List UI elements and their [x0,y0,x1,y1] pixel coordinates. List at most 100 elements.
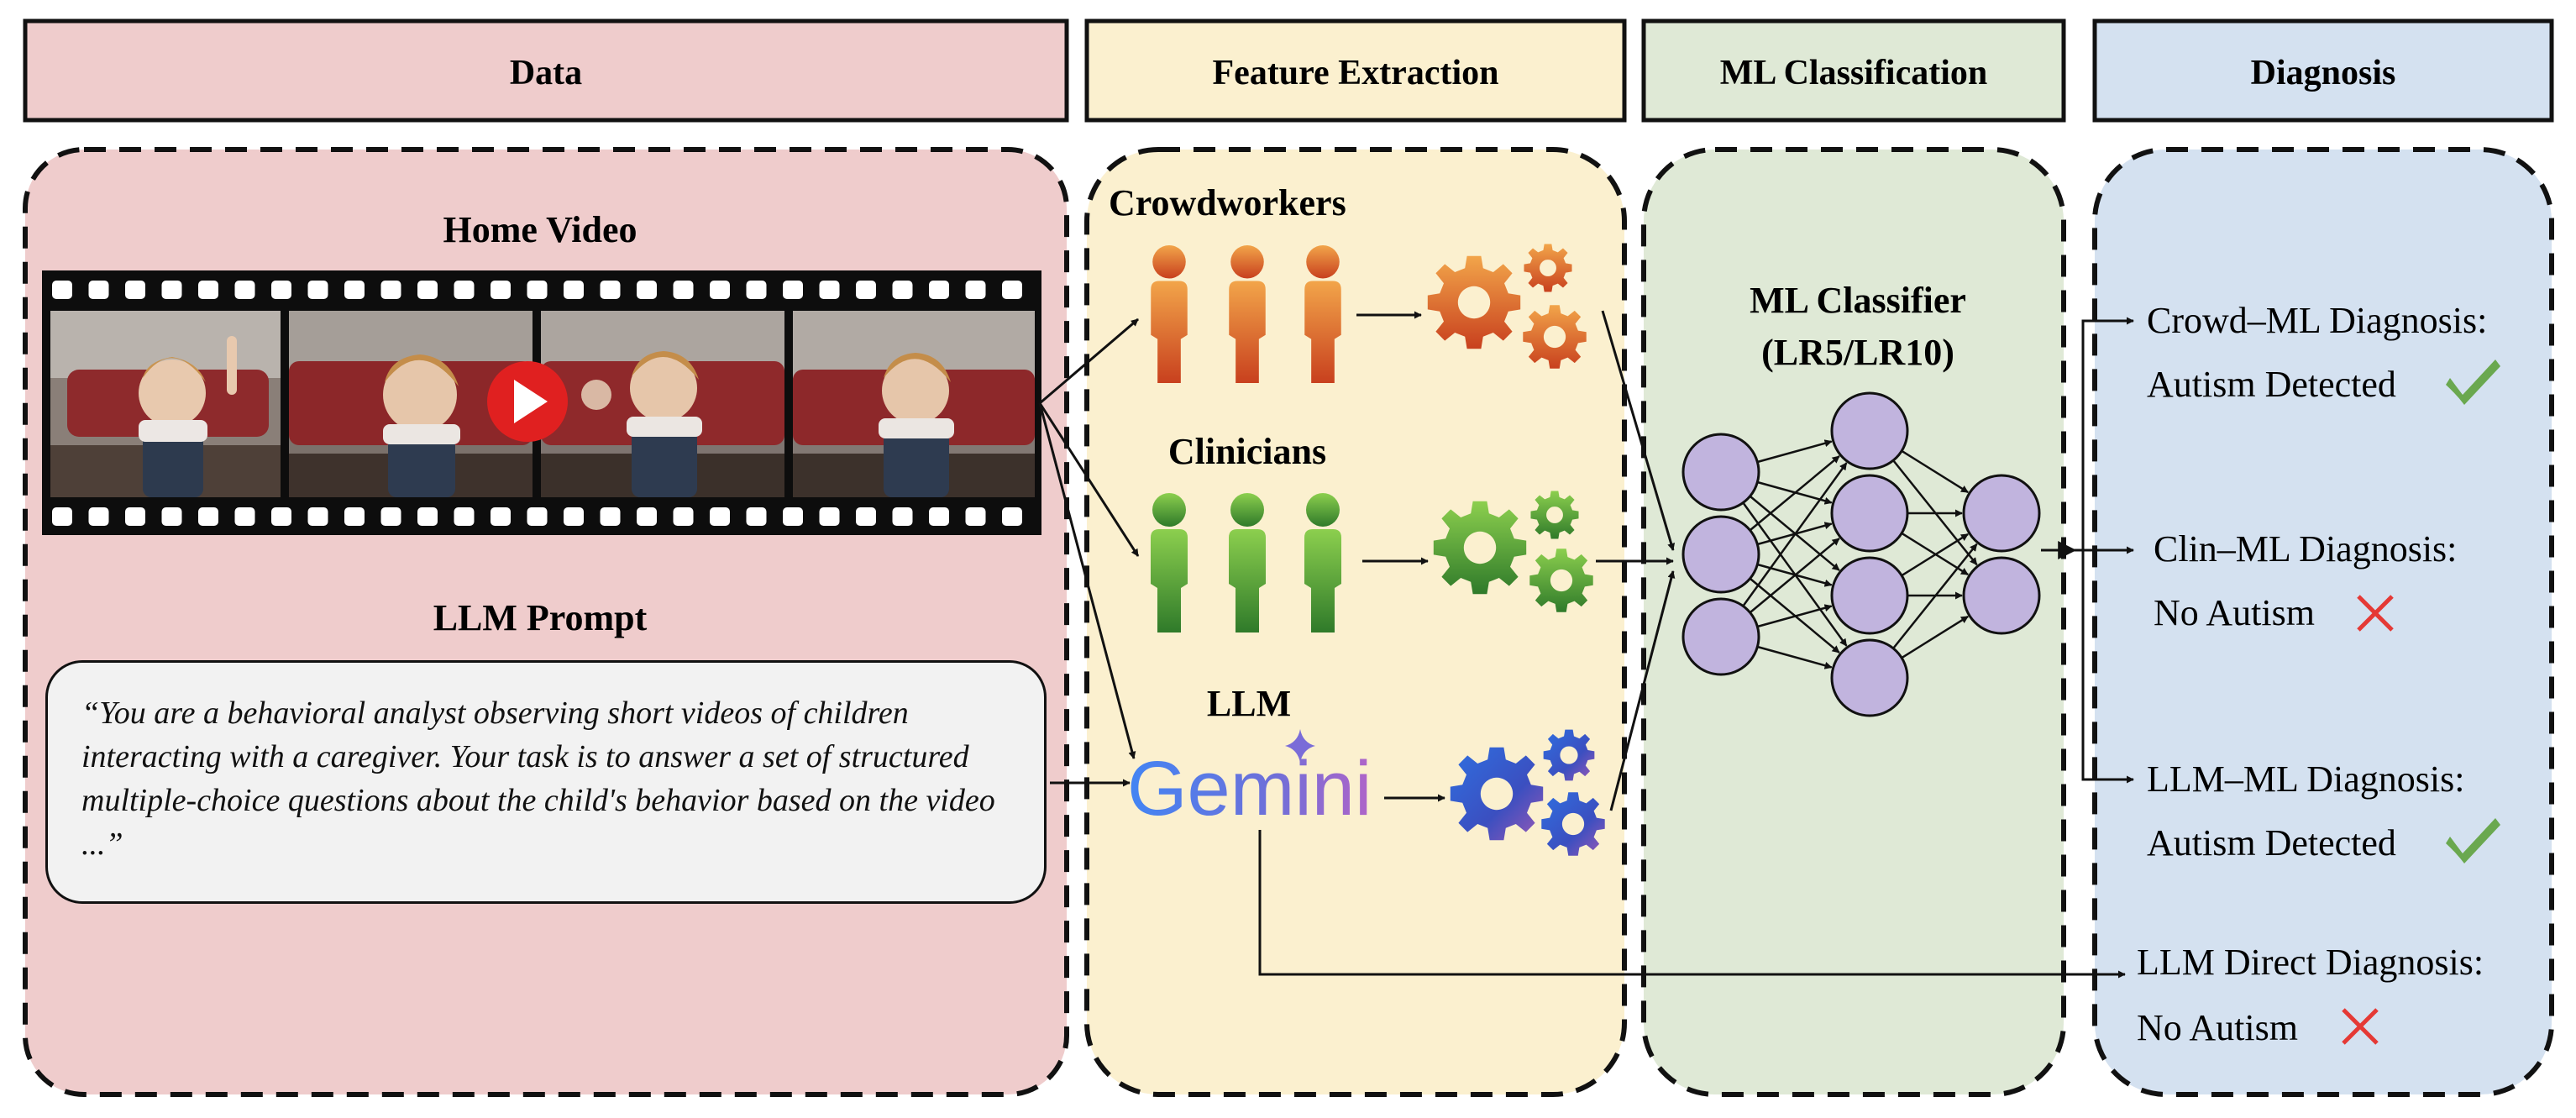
film-sprockets [52,281,1022,526]
crowdworkers-person-icons [1151,244,1341,384]
crowdworkers-label: Crowdworkers [1109,182,1346,223]
neural-network-nodes [1681,391,2041,717]
ml-classifier-title-line1: ML Classifier [1750,280,1966,321]
sprocket-hole [307,281,328,299]
sprocket-hole [344,281,365,299]
sprocket-hole [417,281,438,299]
ml-classifier-title-line2: (LR5/LR10) [1761,332,1954,373]
sprocket-hole [88,281,109,299]
sprocket-hole [600,281,621,299]
video-frame-2 [289,311,533,497]
header-data-label: Data [510,54,582,92]
nn-edge [1901,449,1969,494]
video-frame-3 [541,311,784,497]
diagnosis-llm-ml: LLM–ML Diagnosis: Autism Detected [2147,758,2500,863]
sprocket-hole [856,507,876,526]
nn-edge [1757,645,1833,669]
sprocket-hole [380,507,401,526]
nn-edge [1749,538,1840,614]
sprocket-hole [710,281,730,299]
header-feature-extraction: Feature Extraction [1084,18,1627,123]
sprocket-hole [892,281,913,299]
sprocket-hole [52,507,72,526]
neural-network-edges [1742,439,1978,669]
nn-edge [1892,543,1978,649]
llm-prompt-box: “You are a behavioral analyst observing … [45,660,1047,904]
sprocket-hole [673,281,694,299]
diagnosis-result: Autism Detected [2147,364,2396,405]
diagnosis-crowd-ml: Crowd–ML Diagnosis: Autism Detected [2147,300,2500,405]
sprocket-hole [564,507,584,526]
panel-diagnosis [2092,147,2554,1097]
sprocket-hole [783,507,803,526]
sprocket-hole [527,281,548,299]
sprocket-hole [161,281,182,299]
sprocket-hole [783,281,803,299]
sprocket-hole [491,507,511,526]
video-frame-4 [793,311,1035,497]
llm-label: LLM [1207,683,1291,724]
nn-edge [1757,604,1833,628]
sprocket-hole [892,507,913,526]
sprocket-hole [271,507,291,526]
sprocket-hole [125,507,145,526]
nn-edge [1742,462,1848,607]
checkmark-icon [2446,818,2500,863]
nn-edge [1757,439,1833,464]
nn-node-layer-2 [1830,556,1909,635]
connector-arrows [1038,310,2134,979]
sprocket-hole [637,281,657,299]
nn-node-layer-2 [1830,391,1909,470]
sprocket-hole [600,507,621,526]
play-button-icon[interactable] [487,361,568,442]
sparkle-icon [1285,729,1315,763]
header-feature-extraction-label: Feature Extraction [1213,54,1499,92]
sprocket-hole [307,507,328,526]
diagnosis-clin-ml: Clin–ML Diagnosis: No Autism [2154,528,2457,633]
sprocket-hole [198,507,218,526]
sprocket-hole [234,507,255,526]
sprocket-hole [88,507,109,526]
sprocket-hole [929,281,949,299]
sprocket-hole [819,507,840,526]
sprocket-hole [746,507,767,526]
header-diagnosis-label: Diagnosis [2251,54,2396,92]
header-data: Data [23,18,1069,123]
nn-node-layer-2 [1830,638,1909,717]
sprocket-hole [491,281,511,299]
sprocket-hole [271,281,291,299]
header-ml-classification: ML Classification [1641,18,2066,123]
home-video-title: Home Video [443,209,637,250]
cross-icon [2342,1008,2379,1045]
sprocket-hole [965,507,986,526]
sprocket-hole [637,507,657,526]
diagnosis-label: Clin–ML Diagnosis: [2154,528,2457,569]
nn-edge [1901,615,1969,659]
checkmark-icon [2446,360,2500,405]
diagnosis-result: Autism Detected [2147,822,2396,863]
gemini-logo: Gemini [1127,746,1372,832]
sprocket-hole [527,507,548,526]
nn-edge [1901,533,1969,577]
header-diagnosis: Diagnosis [2092,18,2554,123]
sprocket-hole [161,507,182,526]
llm-prompt-text: “You are a behavioral analyst observing … [81,695,995,862]
sprocket-hole [417,507,438,526]
diagnosis-label: LLM Direct Diagnosis: [2137,942,2484,983]
sprocket-hole [380,281,401,299]
home-video-filmstrip[interactable] [42,270,1041,535]
sprocket-hole [234,281,255,299]
sprocket-hole [344,507,365,526]
diagnosis-llm-direct: LLM Direct Diagnosis: No Autism [2137,942,2484,1048]
sprocket-hole [929,507,949,526]
sprocket-hole [564,281,584,299]
sprocket-hole [198,281,218,299]
diagnosis-label: Crowd–ML Diagnosis: [2147,300,2487,341]
header-ml-classification-label: ML Classification [1720,54,1988,92]
diagnosis-result: No Autism [2137,1007,2298,1048]
sprocket-hole [856,281,876,299]
sprocket-hole [454,281,475,299]
sprocket-hole [673,507,694,526]
nn-node-layer-2 [1830,474,1909,553]
